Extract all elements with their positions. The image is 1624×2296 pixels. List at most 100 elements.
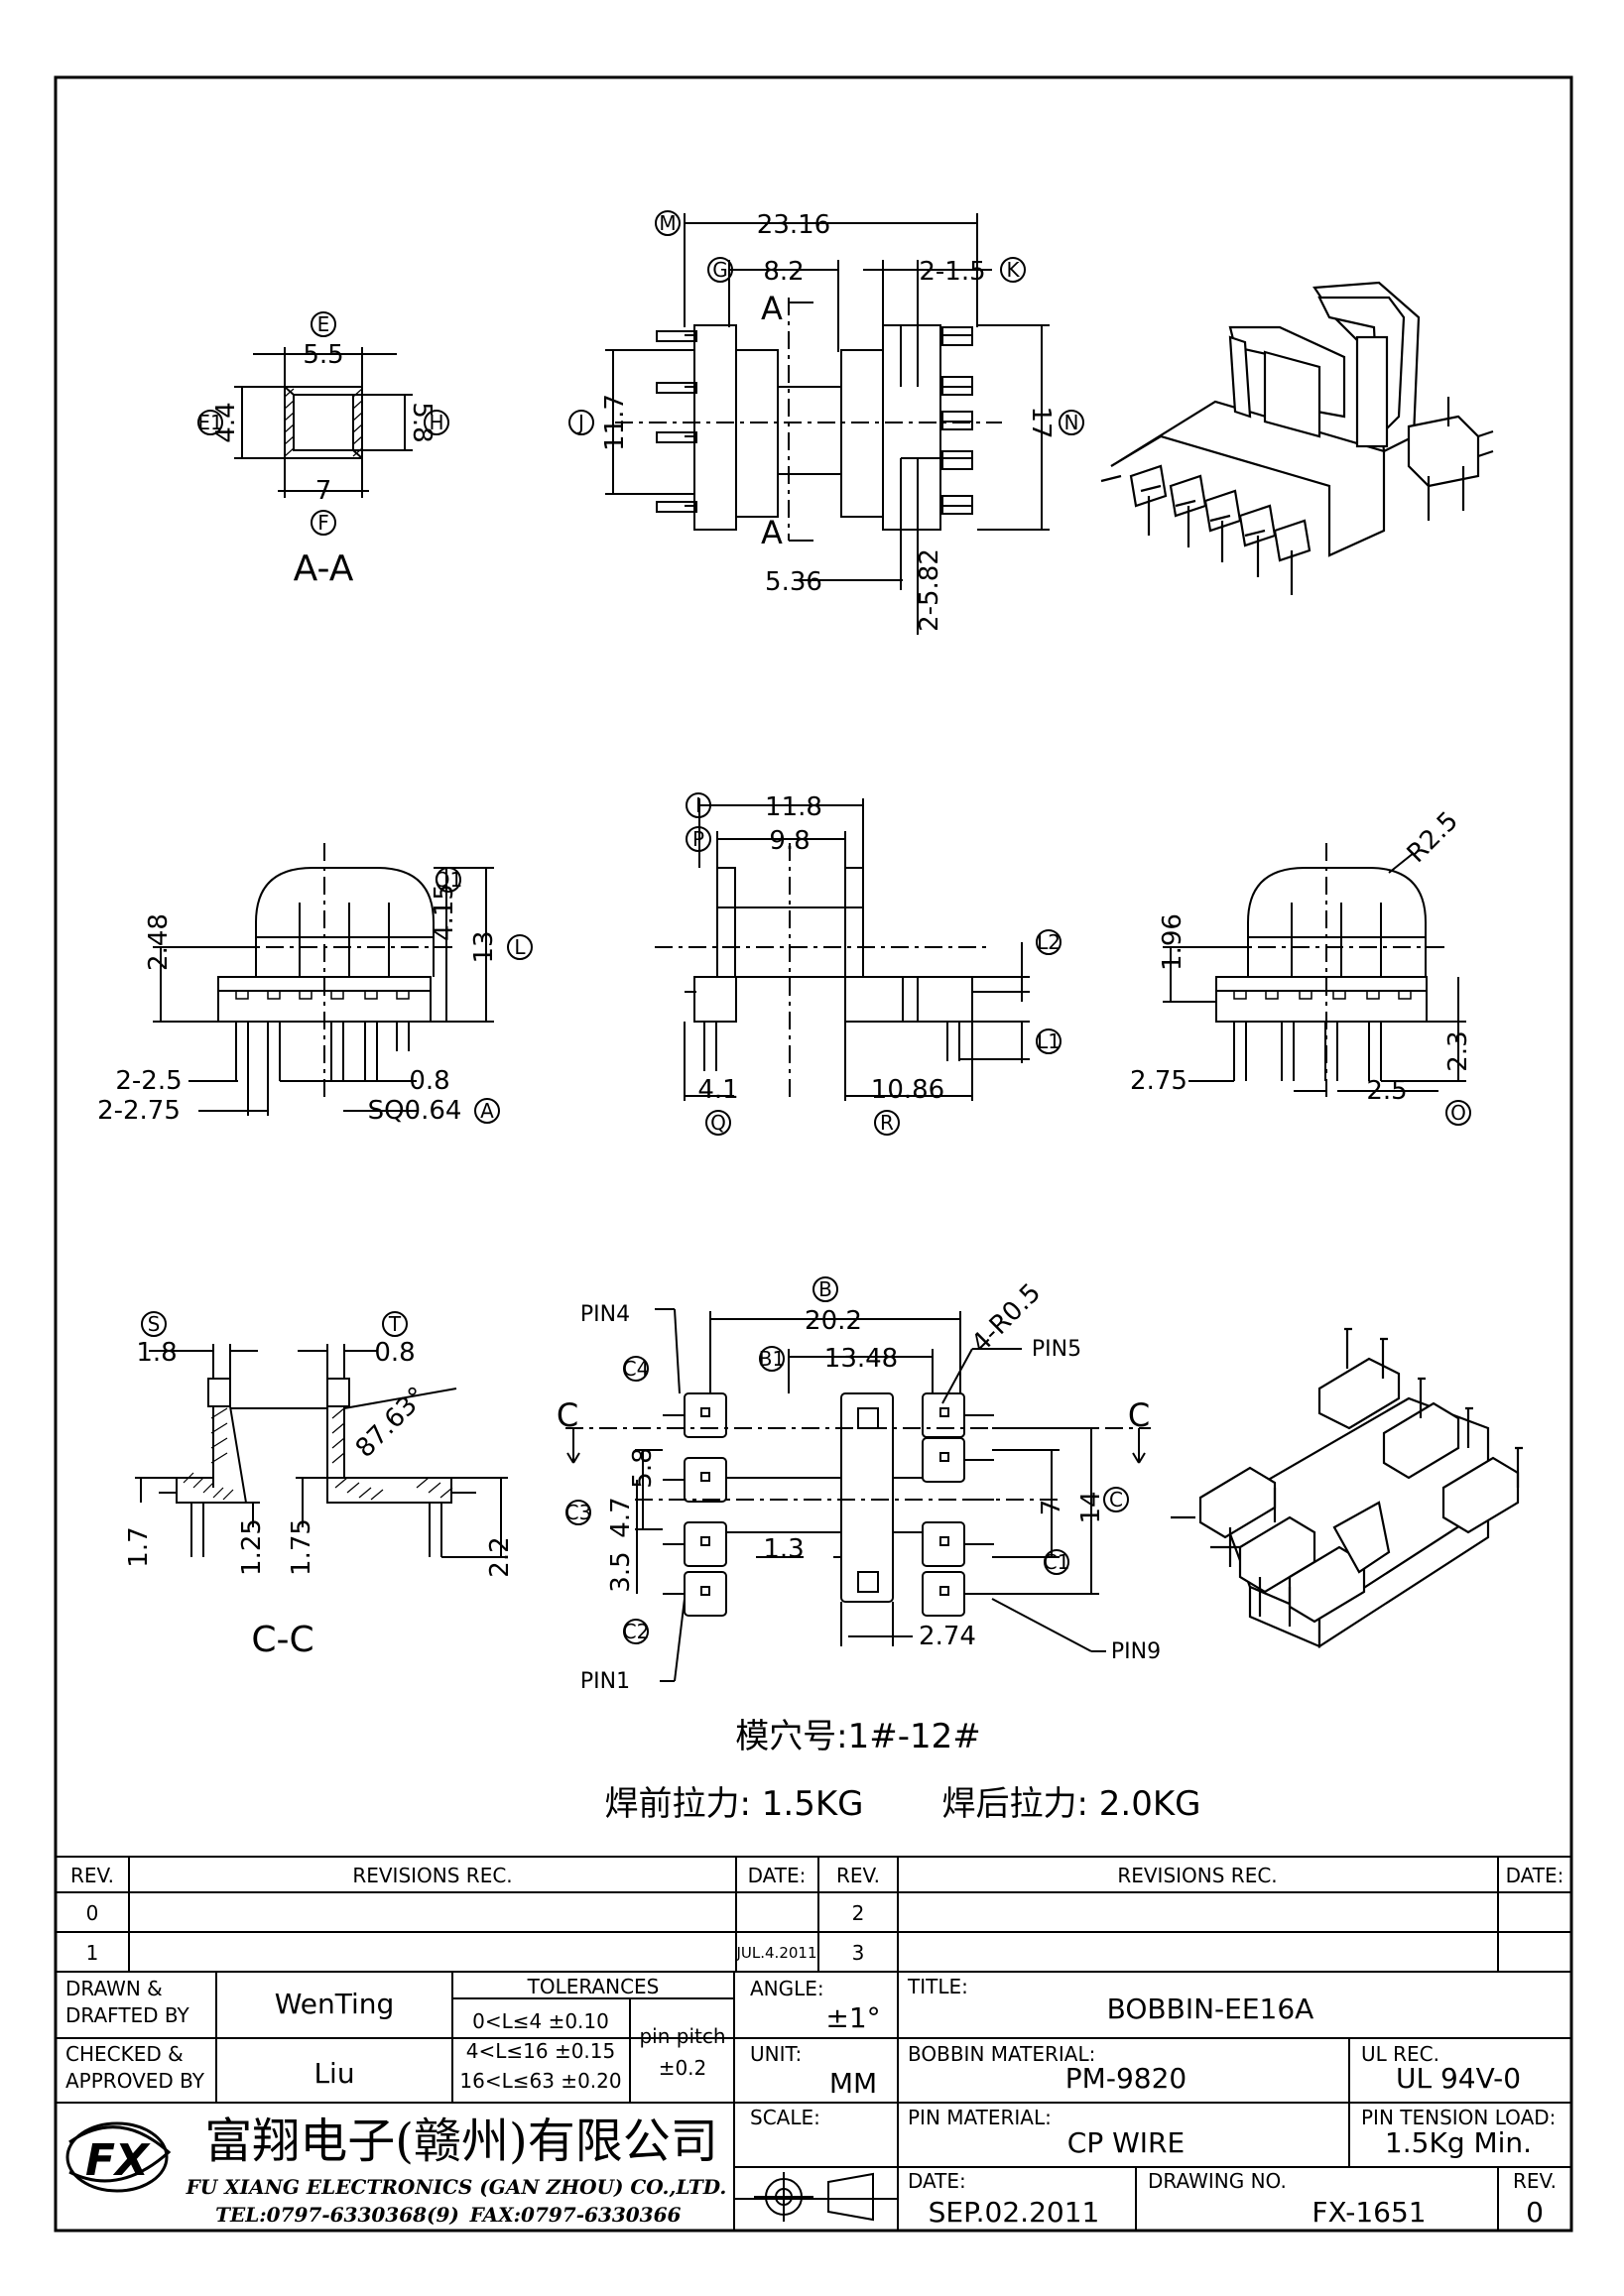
marker-r: R: [880, 1111, 894, 1135]
tb-rev: 0: [1526, 2196, 1544, 2229]
marker-l1: L1: [1037, 1029, 1061, 1053]
tb-drawn-by: WenTing: [275, 1988, 395, 2020]
top-dim-offset: 5.36: [765, 567, 822, 597]
tb-rev-label: REV.: [1513, 2169, 1557, 2193]
front-dim-pitch: 2-2.5: [115, 1066, 182, 1096]
marker-b1: B1: [759, 1347, 785, 1371]
bottom-dim-inner: 13.48: [824, 1344, 898, 1374]
side-view: [655, 792, 1062, 1136]
cc-dim-right-wall: 0.8: [374, 1338, 415, 1368]
note-pull-before: 焊前拉力: 1.5KG: [605, 1784, 864, 1824]
marker-c: C: [1109, 1488, 1123, 1511]
aa-dim-width: 5.5: [303, 340, 343, 370]
tb-pin-pitch: ±0.2: [659, 2056, 707, 2080]
cc-dim-base: 1.7: [124, 1526, 154, 1567]
pin9-label: PIN9: [1111, 1639, 1161, 1664]
side-dim-inner: 9.8: [769, 826, 810, 856]
tb-tolerance-3: 16<L≤63 ±0.20: [459, 2069, 621, 2093]
pin4-label: PIN4: [580, 1302, 630, 1327]
top-dim-slot: 2-1.5: [919, 257, 985, 287]
section-aa-view: [197, 311, 449, 536]
top-dim-overall: 23.16: [757, 210, 830, 240]
marker-h: H: [429, 411, 443, 434]
bottom-section-mark-left: C: [557, 1396, 578, 1434]
company-name-en: FU XIANG ELECTRONICS (GAN ZHOU) CO.,LTD.: [186, 2175, 727, 2199]
front-dim-edge: 2-2.75: [97, 1096, 181, 1126]
title-block-grid: [56, 1856, 1571, 2231]
tb-tolerances-label: TOLERANCES: [527, 1975, 660, 1998]
front-dim-wall: 0.8: [409, 1066, 449, 1096]
company-logo: FX: [65, 2121, 172, 2193]
tb-scale-label: SCALE:: [750, 2106, 820, 2129]
tb-rev-header-right: REV.: [836, 1864, 880, 1887]
marker-k: K: [1006, 258, 1020, 282]
front-dim-top: 2.48: [144, 913, 174, 971]
pin5-label: PIN5: [1032, 1337, 1081, 1362]
bottom-dim-pin-gap: 5.8: [628, 1447, 658, 1488]
marker-l2: L2: [1037, 930, 1061, 954]
bottom-dim-overall: 20.2: [805, 1306, 862, 1336]
marker-m: M: [659, 211, 676, 235]
tb-checked-label-2: APPROVED BY: [65, 2069, 205, 2093]
cc-dim-step-right: 1.75: [287, 1518, 316, 1576]
company-fax: FAX:0797-6330366: [469, 2203, 682, 2227]
tb-drawn-label-2: DRAFTED BY: [65, 2003, 190, 2027]
tb-drawing-no: FX-1651: [1312, 2196, 1426, 2229]
right-dim-pitch: 2.5: [1366, 1076, 1407, 1106]
bottom-dim-inner-height: 7: [1037, 1500, 1066, 1516]
cc-dim-angle: 87.63°: [350, 1382, 433, 1464]
front-dim-body: 4.15: [430, 884, 459, 941]
cc-dim-step-left: 1.25: [237, 1518, 267, 1576]
marker-f: F: [317, 511, 329, 535]
tb-pin-tension: 1.5Kg Min.: [1385, 2126, 1532, 2159]
projection-symbol-icon: [754, 2172, 874, 2222]
section-cc-view: [135, 1311, 508, 1558]
marker-c4: C4: [623, 1357, 650, 1381]
tb-ul: UL 94V-0: [1396, 2062, 1521, 2095]
tb-rev-row-1: 1: [86, 1941, 99, 1965]
marker-j: J: [576, 411, 584, 434]
tb-ul-label: UL REC.: [1361, 2042, 1439, 2066]
marker-q: Q: [710, 1111, 726, 1135]
tb-rev-row-0: 0: [86, 1901, 99, 1925]
aa-dim-outer-height: 5.8: [407, 402, 437, 442]
marker-b: B: [818, 1277, 832, 1301]
bottom-view: [565, 1276, 1151, 1682]
right-dim-radius: R2.5: [1402, 806, 1464, 869]
front-dim-height: 13: [469, 930, 499, 963]
right-dim-pin: 2.3: [1443, 1030, 1473, 1071]
tb-angle: ±1°: [825, 2001, 880, 2034]
front-dim-pin: SQ0.64: [368, 1096, 462, 1126]
side-dim-outer: 11.8: [765, 792, 822, 822]
marker-c1: C1: [1044, 1550, 1070, 1574]
top-view: [568, 210, 1084, 635]
front-view: [153, 843, 533, 1124]
tb-pin-material: CP WIRE: [1067, 2126, 1185, 2159]
tb-material: PM-9820: [1065, 2062, 1187, 2095]
tb-angle-label: ANGLE:: [750, 1977, 824, 2000]
tb-drawing-no-label: DRAWING NO.: [1148, 2169, 1287, 2193]
tb-date-header-right: DATE:: [1506, 1864, 1564, 1887]
tb-rev-row-2: 2: [852, 1901, 865, 1925]
company-tel: TEL:0797-6330368(9): [215, 2203, 459, 2227]
bottom-dim-offset: 1.3: [763, 1534, 804, 1564]
bottom-section-mark-right: C: [1128, 1396, 1150, 1434]
right-dim-step: 1.96: [1158, 913, 1187, 971]
side-dim-right: 10.86: [871, 1075, 944, 1105]
tb-rev-header: REV.: [70, 1864, 114, 1887]
cc-section-label: C-C: [251, 1620, 313, 1660]
top-section-mark-upper: A: [761, 290, 783, 327]
marker-i: I: [695, 793, 701, 817]
right-view: [1163, 843, 1471, 1126]
marker-p: P: [692, 827, 704, 851]
tb-pin-tension-label: PIN TENSION LOAD:: [1361, 2106, 1556, 2129]
aa-section-label: A-A: [294, 548, 354, 589]
tb-checked-label-1: CHECKED &: [65, 2042, 184, 2066]
tb-rev-date-1: JUL.4.2011: [735, 1944, 816, 1962]
cc-dim-pin: 2.2: [485, 1536, 515, 1577]
sheet-border: [54, 75, 1573, 2233]
right-dim-edge: 2.75: [1130, 1066, 1187, 1096]
tb-tolerance-1: 0<L≤4 ±0.10: [472, 2009, 609, 2033]
note-cavity: 模穴号:1#-12#: [735, 1717, 981, 1756]
